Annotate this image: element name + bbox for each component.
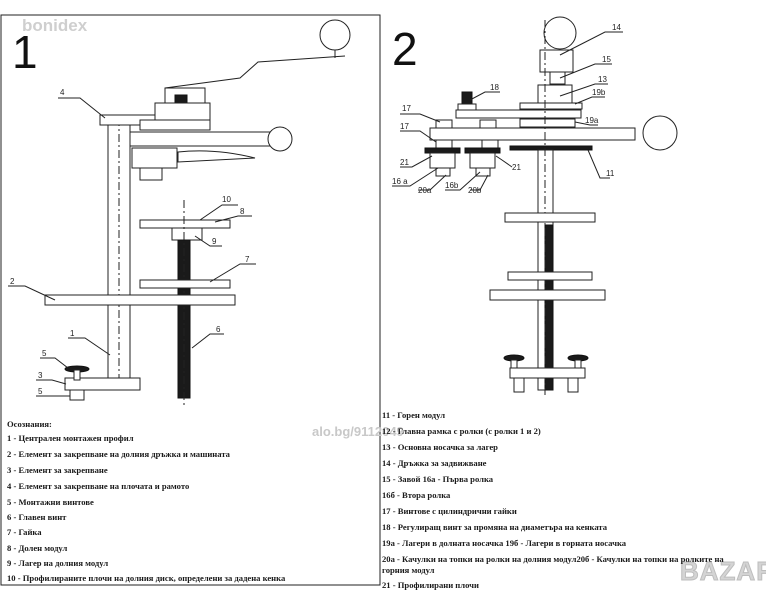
legend-item: 12 - Главна рамка с ролки (с ролки 1 и 2… — [382, 426, 541, 436]
legend-item: 17 - Винтове с цилиндрични гайки — [382, 506, 517, 516]
legend-item: 14 - Дръжка за задвижване — [382, 458, 487, 468]
legend-item: 5 - Монтажни винтове — [7, 497, 94, 507]
callout-20a: 20a — [418, 186, 432, 195]
callout-20b: 20b — [468, 186, 482, 195]
callout-9: 9 — [212, 237, 217, 246]
legend-item: 1 - Централен монтажен профил — [7, 433, 134, 443]
legend-item: 15 - Завой 16а - Първа ролка — [382, 474, 494, 484]
callout-19a: 19a — [585, 116, 599, 125]
callout-6: 6 — [216, 325, 221, 334]
watermark-bonidex: bonidex — [22, 16, 88, 35]
callout-15: 15 — [602, 55, 611, 64]
callout-7: 7 — [245, 255, 250, 264]
nut-plate — [139, 279, 231, 289]
callout-4: 4 — [60, 88, 65, 97]
legend-item: 4 - Елемент за закрепване на плочата и р… — [7, 481, 190, 491]
roller-16a — [429, 152, 456, 169]
roller-frame — [129, 131, 281, 147]
legend-item: 3 - Елемент за закрепване — [7, 465, 108, 475]
legend-item: 16б - Втора ролка — [382, 490, 451, 500]
main-screw-2 — [544, 224, 554, 391]
legend-item: 8 - Долен модул — [7, 543, 68, 553]
legend-title: Осознания: — [7, 419, 52, 429]
legend-item: 18 - Регулиращ винт за промяна на диамет… — [382, 522, 608, 532]
adjusting-screw — [461, 91, 473, 105]
legend-item: 19а - Лагери в долната носачка 19б - Лаг… — [382, 538, 627, 548]
watermark-alo: alo.bg/9112049 — [312, 424, 404, 439]
callout-11: 11 — [606, 169, 615, 178]
callout-17: 17 — [402, 104, 411, 113]
legend-item: 9 - Лагер на долния модул — [7, 558, 109, 568]
drive-handle — [164, 55, 346, 89]
legend-item: 6 - Главен винт — [7, 512, 67, 522]
diagram1-frame — [0, 14, 381, 586]
upper-module-disc — [509, 145, 593, 151]
callout-2: 2 — [10, 277, 15, 286]
roller-arm — [429, 127, 636, 141]
callout-18: 18 — [490, 83, 499, 92]
callout-16b: 16b — [445, 181, 459, 190]
legend-item: 21 - Профилирани плочи — [382, 580, 479, 590]
bearing-carrier — [537, 84, 573, 106]
callout-3: 3 — [38, 371, 43, 380]
legend-item: 20а - Качулки на топки на ролки на долни… — [382, 554, 724, 564]
callout-16a: 16 a — [392, 177, 408, 186]
handle-ball — [319, 19, 351, 51]
callout-10: 10 — [222, 195, 231, 204]
callout-8: 8 — [240, 207, 245, 216]
callout-17-lower: 17 — [400, 122, 409, 131]
main-frame — [455, 109, 582, 119]
callout-5: 5 — [42, 349, 47, 358]
callout-21-right: 21 — [512, 163, 521, 172]
legend-item: 10 - Профилираните плочи на долния диск,… — [7, 573, 286, 583]
watermark-bazar: BAZAR — [680, 556, 766, 587]
legend-item: 11 - Горен модул — [382, 410, 446, 420]
callout-14: 14 — [612, 23, 621, 32]
roller-16b — [469, 152, 496, 169]
lower-handle-mount — [44, 294, 236, 306]
callout-5-lower: 5 — [38, 387, 43, 396]
callout-1: 1 — [70, 329, 75, 338]
drive-handle-ball — [543, 16, 577, 50]
diagram-1: 1 4 10 8 — [8, 19, 351, 405]
diagram2-number: 2 — [392, 23, 418, 75]
callout-21: 21 — [400, 158, 409, 167]
legend-item: 2 - Елемент за закрепване на долния дръж… — [7, 449, 230, 459]
diagram-2: 2 — [392, 16, 678, 395]
legend-item: горния модул — [382, 565, 435, 575]
legend-item: 7 - Гайка — [7, 527, 42, 537]
callout-13: 13 — [598, 75, 607, 84]
diagram1-number: 1 — [12, 26, 38, 78]
legend-item: 13 - Основна носачка за лагер — [382, 442, 498, 452]
callout-19b: 19b — [592, 88, 606, 97]
